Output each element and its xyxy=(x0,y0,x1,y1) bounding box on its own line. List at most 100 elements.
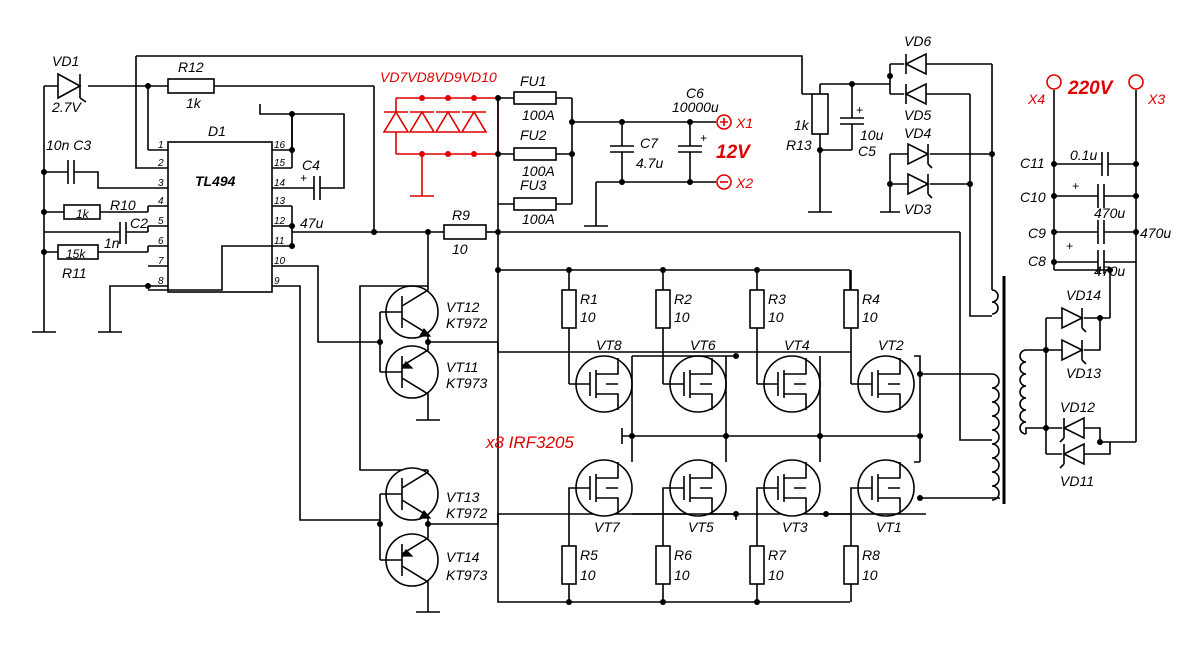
pin-5: 5 xyxy=(158,216,164,227)
vd4-label: VD4 xyxy=(904,125,931,141)
pin-7: 7 xyxy=(158,256,164,267)
c7-label: C7 xyxy=(640,135,659,151)
pin-1: 1 xyxy=(158,140,164,151)
vd14-label: VD14 xyxy=(1066,287,1101,303)
r2-value: 10 xyxy=(674,309,690,325)
diode-group-label: VD7VD8VD9VD10 xyxy=(380,69,497,85)
fu2-label: FU2 xyxy=(520,127,547,143)
svg-text:+: + xyxy=(700,131,707,145)
r12-label: R12 xyxy=(178,59,204,75)
c2-value: 1n xyxy=(104,235,120,251)
r4-label: R4 xyxy=(862,291,880,307)
driver-stage: VT12 KT972 VT11 KT973 VT13 KT972 VT14 KT… xyxy=(359,232,850,613)
power-stage: R1 10 R2 10 R3 10 R4 10 R5 10 R6 10 R7 1… xyxy=(485,232,1000,605)
svg-text:+: + xyxy=(300,171,307,185)
top-mosfets: VT8 VT6 VT4 VT2 xyxy=(568,337,921,439)
fu3-label: FU3 xyxy=(520,177,547,193)
vt11-type: KT973 xyxy=(446,375,487,391)
c9-value: 470u xyxy=(1140,225,1171,241)
vt5-label: VT5 xyxy=(688,519,714,535)
vt12-type: KT972 xyxy=(446,315,487,331)
vt14-type: KT973 xyxy=(446,567,487,583)
vd13-label: VD13 xyxy=(1066,365,1101,381)
c5-value: 10u xyxy=(860,127,884,143)
c3-label: 10n C3 xyxy=(46,137,91,153)
c10-label: C10 xyxy=(1020,189,1046,205)
pin-8: 8 xyxy=(158,276,164,287)
controller-right: C4 + 47u R9 10 xyxy=(148,86,500,521)
vd11-label: VD11 xyxy=(1060,473,1094,489)
fu3-value: 100A xyxy=(522,211,555,227)
vt12-label: VT12 xyxy=(446,299,480,315)
controller-part: TL494 xyxy=(195,173,236,189)
r8-value: 10 xyxy=(862,567,878,583)
controller-ref: D1 xyxy=(208,123,226,139)
dc-voltage: 12V xyxy=(716,142,751,163)
vd1-value: 2.7V xyxy=(51,99,82,115)
vt13-type: KT972 xyxy=(446,505,487,521)
bottom-gate-resistors: R5 10 R6 10 R7 10 R8 10 xyxy=(561,504,880,605)
vd12-label: VD12 xyxy=(1060,399,1095,415)
pin-11: 11 xyxy=(274,236,284,247)
c8-label: C8 xyxy=(1028,253,1046,269)
c11-label: C11 xyxy=(1020,155,1045,171)
pin-4: 4 xyxy=(158,196,164,207)
pin-16: 16 xyxy=(274,140,286,151)
fuses: FU1 100A FU2 100A FU3 100A C7 4.7u + C6 … xyxy=(495,73,753,235)
vt1-label: VT1 xyxy=(876,519,902,535)
r3-label: R3 xyxy=(768,291,786,307)
r7-value: 10 xyxy=(768,567,784,583)
c2-label: C2 xyxy=(130,215,148,231)
vt8-label: VT8 xyxy=(596,337,622,353)
r5-label: R5 xyxy=(580,547,598,563)
pin-14: 14 xyxy=(274,178,286,189)
c10-value: 470u xyxy=(1094,205,1125,221)
r1-label: R1 xyxy=(580,291,598,307)
vd3-label: VD3 xyxy=(904,201,931,217)
ac-voltage: 220V xyxy=(1067,78,1114,99)
transformer xyxy=(500,231,1027,504)
tl494-controller: VD1 D1 TL494 1 2 3 4 5 6 7 8 16 15 14 13… xyxy=(148,123,292,293)
c6-label: C6 xyxy=(686,85,704,101)
x3-label: X3 xyxy=(1147,91,1165,107)
c4-label: C4 xyxy=(302,157,320,173)
mosfet-note: x8 IRF3205 xyxy=(485,433,574,452)
c9-label: C9 xyxy=(1028,225,1046,241)
x4-label: X4 xyxy=(1027,91,1045,107)
r7-label: R7 xyxy=(768,547,787,563)
vt13-label: VT13 xyxy=(446,489,480,505)
pin-6: 6 xyxy=(158,236,164,247)
fu1-value: 100A xyxy=(522,107,555,123)
c6-value: 10000u xyxy=(672,99,719,115)
r13-value: 1k xyxy=(794,117,810,133)
r10-label: R10 xyxy=(110,197,136,213)
pin-9: 9 xyxy=(274,276,280,287)
c4-value: 47u xyxy=(300,215,324,231)
vt6-label: VT6 xyxy=(690,337,716,353)
r13-label: R13 xyxy=(786,137,812,153)
feedback-rectifier: 1k R13 + 10u C5 VD6 VD5 VD4 VD3 xyxy=(786,33,995,317)
r11-label: R11 xyxy=(62,265,87,281)
x2-label: X2 xyxy=(735,175,753,191)
svg-text:+: + xyxy=(1072,179,1079,193)
r12-value: 1k xyxy=(186,95,202,111)
x1-label: X1 xyxy=(735,115,753,131)
r10-value: 1k xyxy=(76,207,90,221)
r6-value: 10 xyxy=(674,567,690,583)
r11-value: 15k xyxy=(66,247,86,261)
r1-value: 10 xyxy=(580,309,596,325)
r4-value: 10 xyxy=(862,309,878,325)
r5-value: 10 xyxy=(580,567,596,583)
fu2-value: 100A xyxy=(522,163,555,179)
left-network: VD1 2.7V 10n C3 1k R10 C2 1n 15k R11 xyxy=(32,53,803,333)
c7-value: 4.7u xyxy=(636,155,663,171)
vt14-label: VT14 xyxy=(446,549,480,565)
vt11-label: VT11 xyxy=(446,359,478,375)
vd5-label: VD5 xyxy=(904,107,931,123)
r3-value: 10 xyxy=(768,309,784,325)
pin-15: 15 xyxy=(274,158,286,169)
output-stage: X4 X3 220V + + C11 0.1u C10 470u C9 470u… xyxy=(1020,74,1171,489)
pin-13: 13 xyxy=(274,196,286,207)
r8-label: R8 xyxy=(862,547,880,563)
